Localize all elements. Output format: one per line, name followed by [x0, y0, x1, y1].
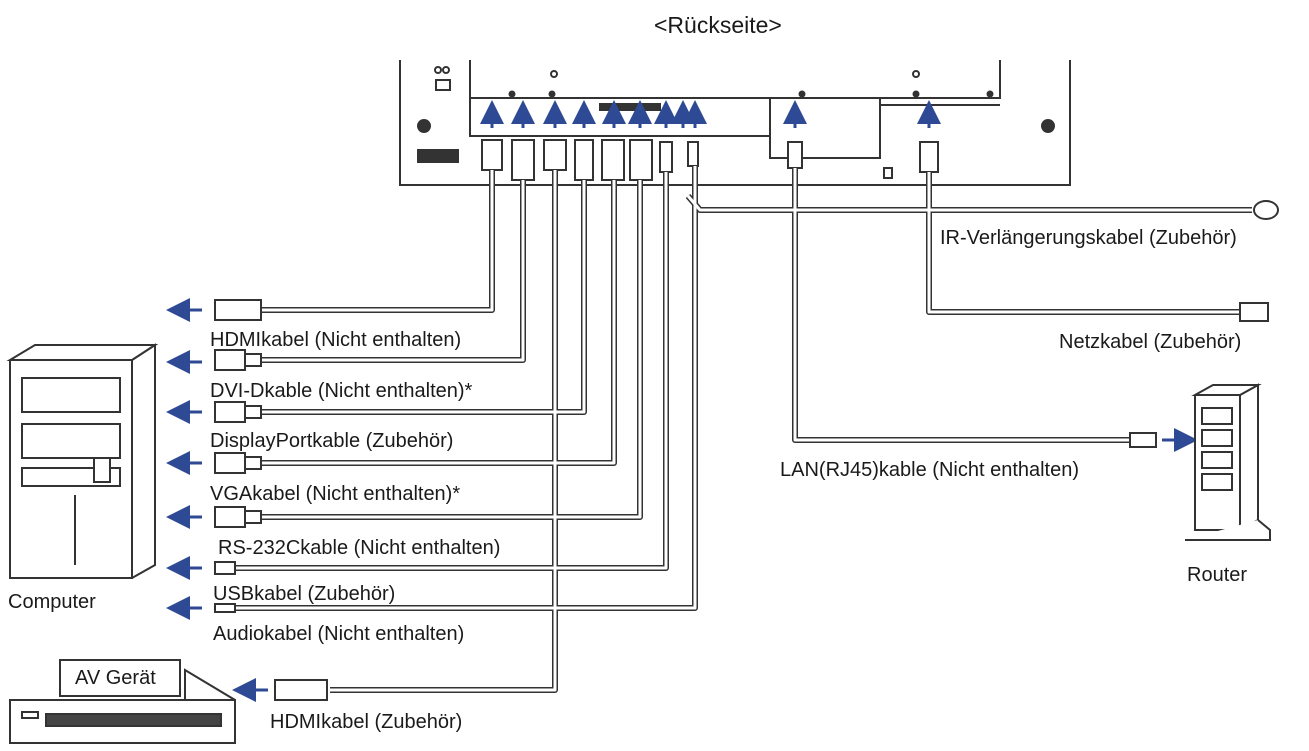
cable-label-rs232c: RS-232Ckable (Nicht enthalten) — [218, 537, 501, 559]
left-connector-heads — [214, 299, 328, 701]
right-connector-heads — [1129, 200, 1279, 448]
cable-label-lan: LAN(RJ45)kable (Nicht enthalten) — [780, 459, 1080, 481]
device-label-computer: Computer — [8, 591, 96, 613]
cable-runs — [235, 166, 1252, 693]
cable-label-usb: USBkabel (Zubehör) — [213, 583, 396, 605]
cable-label-displayport: DisplayPortkable (Zubehör) — [210, 430, 454, 452]
device-label-router: Router — [1187, 564, 1248, 586]
cable-label-audio: Audiokabel (Nicht enthalten) — [213, 623, 465, 645]
port-arrows — [480, 100, 941, 128]
device-label-av: AV Gerät — [75, 667, 156, 689]
port-connectors — [481, 139, 939, 181]
cable-label-dvi: DVI-Dkable (Nicht enthalten)* — [210, 380, 473, 402]
computer-tower — [6, 343, 159, 579]
cable-label-hdmi: HDMIkabel (Nicht enthalten) — [210, 329, 462, 351]
router — [1185, 383, 1271, 541]
cable-label-av-hdmi: HDMIkabel (Zubehör) — [270, 711, 463, 733]
diagram-title: <Rückseite> — [654, 12, 782, 38]
left-arrows — [166, 298, 1198, 702]
cable-label-vga: VGAkabel (Nicht enthalten)* — [210, 483, 461, 505]
cable-label-power: Netzkabel (Zubehör) — [1059, 331, 1242, 353]
av-device — [9, 659, 236, 744]
cable-label-ir: IR-Verlängerungskabel (Zubehör) — [940, 227, 1237, 249]
